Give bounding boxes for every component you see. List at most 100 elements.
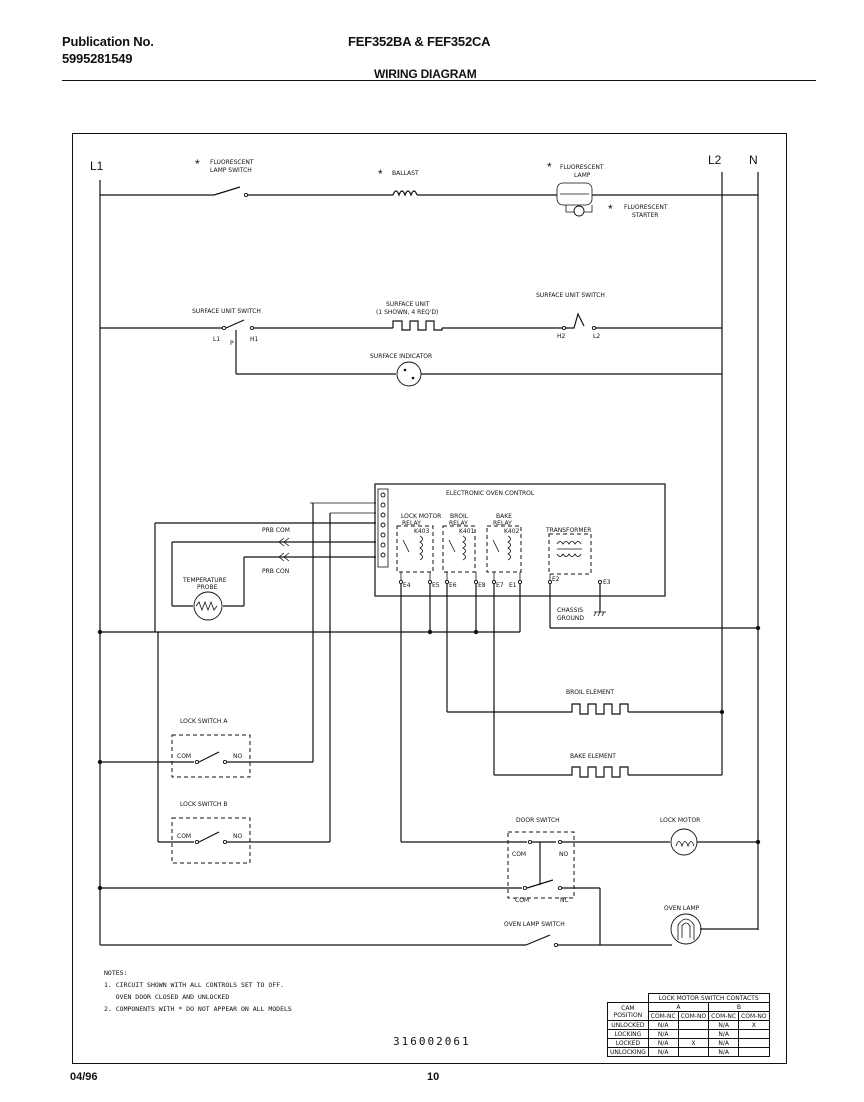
transformer-label: TRANSFORMER [545,527,591,534]
sub-header: COM-NC [708,1011,740,1021]
temperature-probe-circuit [154,522,376,632]
table-row: UNLOCKING N/A N/A [607,1047,770,1057]
surface-unit-switch-right-label: SURFACE UNIT SWITCH [536,292,605,299]
fluor-lamp-label-1: FLUORESCENT [560,164,604,171]
table-row: UNLOCKED N/A N/A X [607,1020,770,1030]
sub-header: COM-NO [677,1011,710,1021]
model-numbers: FEF352BA & FEF352CA [348,34,491,49]
table-cell [738,1047,770,1057]
table-cell: X [738,1020,770,1030]
term-h1-label: H1 [250,336,259,343]
prb-con-label: PRB CON [262,568,289,575]
sub-header: COM-NC [647,1011,679,1021]
notes-heading: NOTES: [104,969,128,977]
chassis-ground-label-1: CHASSIS [557,607,583,614]
fluor-lamp-label-2: LAMP [574,172,591,179]
door-switch [97,584,670,945]
lock-motor-label: LOCK MOTOR [660,817,700,824]
door-switch-com-bottom: COM [515,897,529,904]
table-cell [677,1047,710,1057]
header-rule [62,80,816,81]
bake-relay-label-2: RELAY [493,520,512,527]
table-cell: X [677,1038,710,1048]
table-cell: N/A [647,1047,679,1057]
table-cell [738,1029,770,1039]
term-p-label: P [230,340,234,347]
oven-lamp-circuit [100,913,758,948]
lock-switch-b [157,632,330,864]
bake-relay-label-1: BAKE [496,513,512,520]
switch-a-header: A [647,1002,710,1012]
fluor-lamp-switch-label-1: FLUORESCENT [210,159,254,166]
bake-relay-id: K402 [504,528,520,535]
fluor-switch-asterisk: * [195,157,200,171]
broil-relay-id: K401 [459,528,475,535]
term-l2-label: L2 [593,333,600,340]
fluor-lamp-switch-label-2: LAMP SWITCH [210,167,252,174]
term-h2-label: H2 [557,333,566,340]
surface-unit-circuit [100,312,722,387]
cam-position: UNLOCKED [607,1020,649,1030]
temperature-probe-label-1: TEMPERATURE [182,577,227,584]
cam-table-title: LOCK MOTOR SWITCH CONTACTS [647,993,770,1003]
temperature-probe-label-2: PROBE [197,584,218,591]
e8-label: E8 [478,582,486,589]
footer-date: 04/96 [70,1071,98,1083]
table-cell: N/A [647,1038,679,1048]
table-cell [738,1038,770,1048]
door-switch-label: DOOR SWITCH [516,817,560,824]
lock-switch-b-com: COM [177,833,191,840]
terminal-l2-label: L2 [708,153,722,167]
electronic-oven-control [374,483,666,597]
l1-n-bus [97,584,761,635]
bake-element-circuit [493,584,722,778]
e5-label: E5 [432,582,440,589]
switch-b-header: B [708,1002,770,1012]
table-row: LOCKING N/A N/A [607,1029,770,1039]
oven-lamp-label: OVEN LAMP [664,905,700,912]
fluor-lamp-asterisk: * [547,160,552,174]
fluorescent-circuit [100,182,758,217]
e6-label: E6 [449,582,457,589]
cam-position: UNLOCKING [607,1047,649,1057]
control-harness [310,502,376,842]
e2-label: E2 [552,576,560,583]
terminal-l1-label: L1 [90,159,104,173]
lock-motor [670,828,761,856]
lock-motor-relay-id: K403 [414,528,430,535]
broil-relay-label-2: RELAY [449,520,468,527]
note-line-3: 2. COMPONENTS WITH * DO NOT APPEAR ON AL… [104,1005,292,1013]
ballast-asterisk: * [378,167,383,181]
table-cell [677,1029,710,1039]
ballast-label: BALLAST [392,170,419,177]
cam-position: LOCKED [607,1038,649,1048]
broil-element-label: BROIL ELEMENT [566,689,614,696]
surface-unit-switch-left-label: SURFACE UNIT SWITCH [192,308,261,315]
lock-switch-b-no: NO [233,833,242,840]
lock-switch-a-com: COM [177,753,191,760]
surface-unit-label-1: SURFACE UNIT [386,301,430,308]
fluor-starter-label-1: FLUORESCENT [624,204,668,211]
lock-motor-relay-label-2: RELAY [402,520,421,527]
lock-switch-a-no: NO [233,753,242,760]
fluor-starter-label-2: STARTER [632,212,658,219]
note-line-1: 1. CIRCUIT SHOWN WITH ALL CONTROLS SET T… [104,981,285,989]
surface-indicator-label: SURFACE INDICATOR [370,353,432,360]
table-cell: N/A [647,1020,679,1030]
electronic-oven-control-label: ELECTRONIC OVEN CONTROL [446,490,535,497]
diagram-notes: NOTES: 1. CIRCUIT SHOWN WITH ALL CONTROL… [104,967,292,1015]
sub-header: COM-NO [738,1011,770,1021]
terminal-n-label: N [749,153,758,167]
note-line-2: OVEN DOOR CLOSED AND UNLOCKED [104,993,230,1001]
e7-label: E7 [496,582,504,589]
wiring-diagram-title: WIRING DIAGRAM [374,67,477,81]
e1-label: E1 [509,582,517,589]
lock-switch-b-label: LOCK SWITCH B [180,801,227,808]
lock-switch-a [97,734,313,778]
door-switch-nc: NC [560,897,569,904]
table-row: LOCKED N/A X N/A [607,1038,770,1048]
oven-lamp-switch-label: OVEN LAMP SWITCH [504,921,565,928]
table-cell: N/A [708,1020,740,1030]
